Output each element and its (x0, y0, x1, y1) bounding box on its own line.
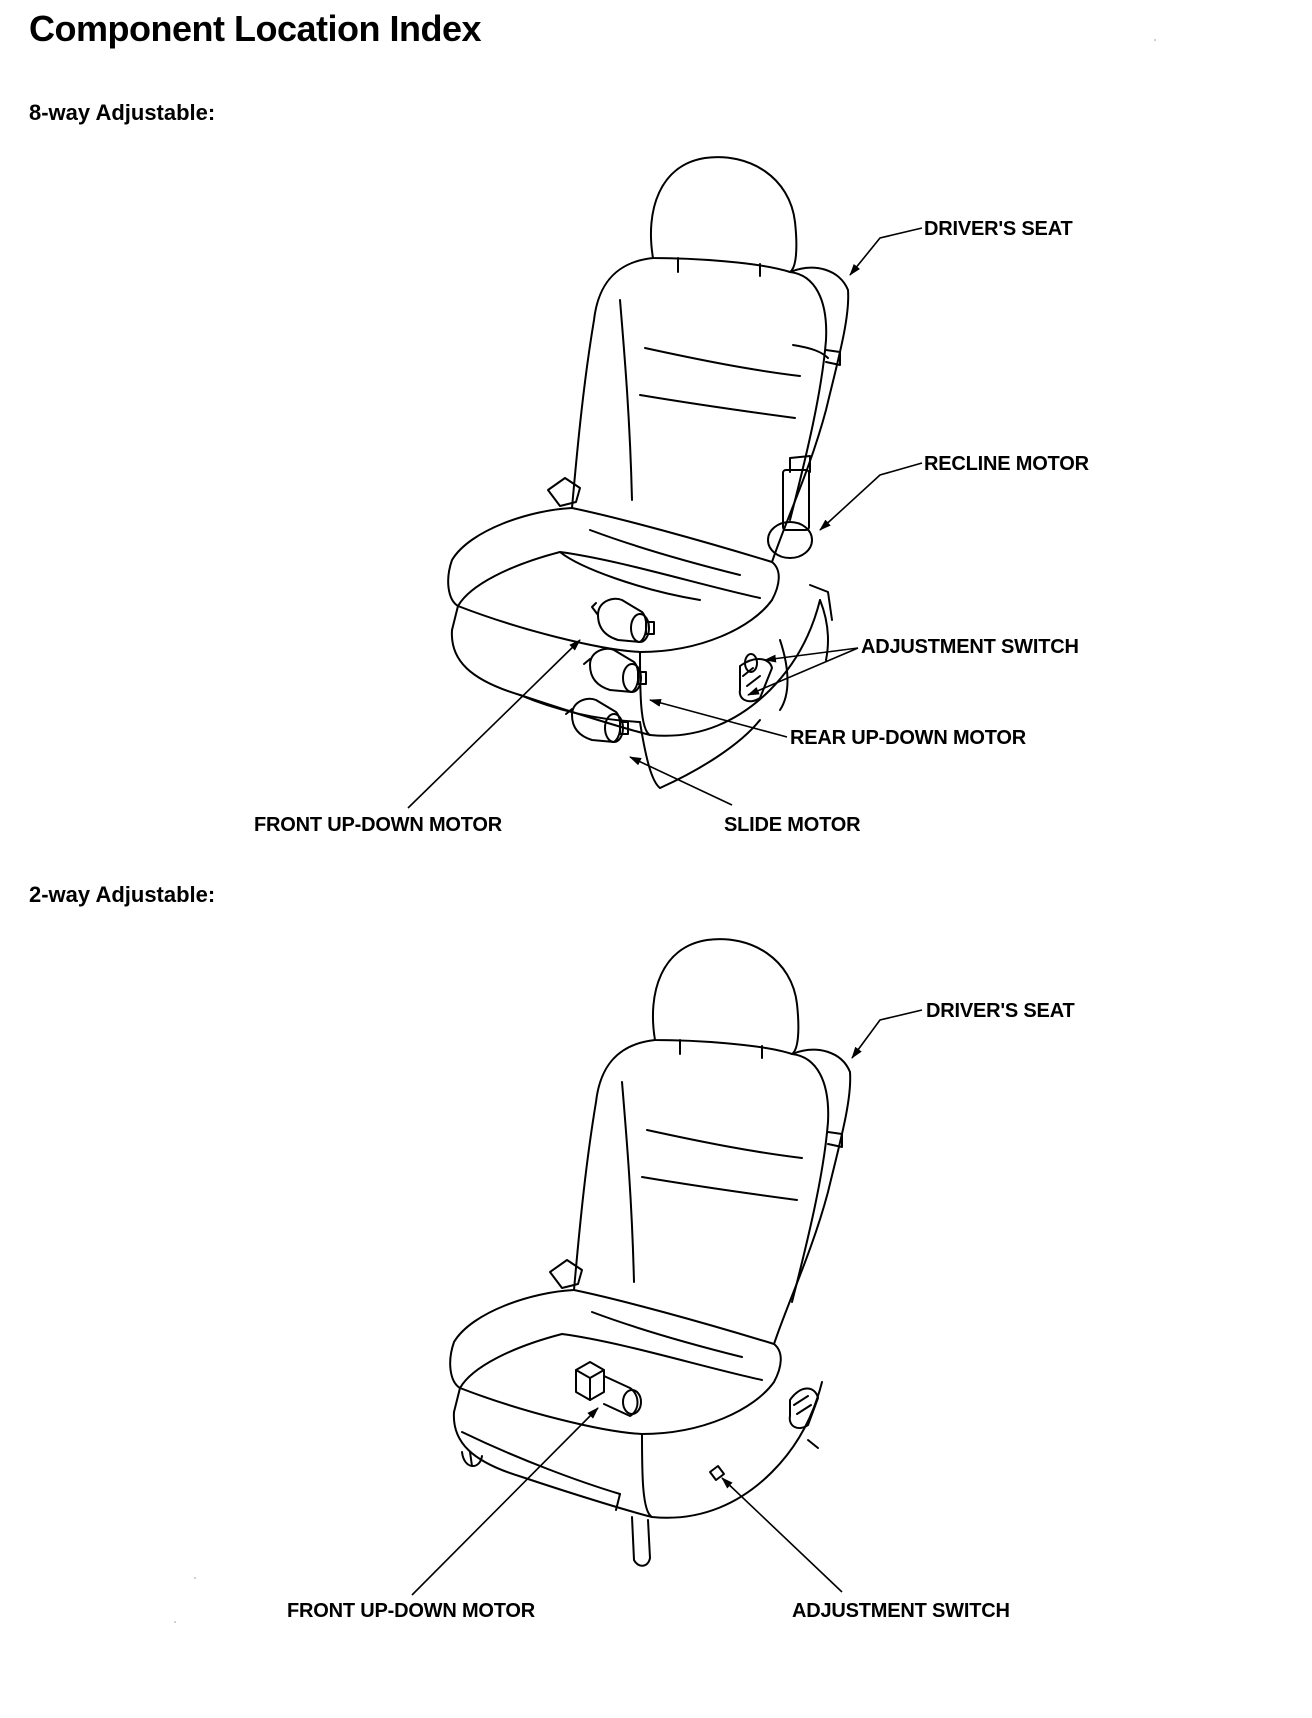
seat-2way-leaders (412, 1010, 922, 1595)
label-front-up-down-motor-8way: FRONT UP-DOWN MOTOR (254, 814, 503, 836)
section-heading-8way: 8-way Adjustable: (29, 100, 216, 125)
section-heading-2way: 2-way Adjustable: (29, 882, 216, 907)
label-rear-up-down-motor: REAR UP-DOWN MOTOR (790, 727, 1027, 749)
label-slide-motor: SLIDE MOTOR (724, 814, 861, 836)
seat-2way-illustration (450, 939, 850, 1566)
label-front-up-down-motor-2way: FRONT UP-DOWN MOTOR (287, 1600, 536, 1622)
scan-speck (1154, 39, 1156, 41)
label-drivers-seat-8way: DRIVER'S SEAT (924, 218, 1073, 240)
motor-front-up-down-2way (576, 1362, 641, 1416)
label-adjustment-switch-2way: ADJUSTMENT SWITCH (792, 1600, 1010, 1622)
scan-speck (194, 1577, 196, 1579)
label-recline-motor: RECLINE MOTOR (924, 453, 1089, 475)
seat-8way-illustration (448, 157, 848, 788)
seat-8way-leaders (408, 228, 922, 808)
motor-slide-8way (566, 699, 628, 742)
scan-speck (174, 1621, 176, 1623)
motor-rear-up-down-8way (584, 649, 646, 692)
label-adjustment-switch-8way: ADJUSTMENT SWITCH (861, 636, 1079, 658)
label-drivers-seat-2way: DRIVER'S SEAT (926, 1000, 1075, 1022)
page-title: Component Location Index (29, 8, 482, 49)
motor-front-up-down-8way (592, 599, 654, 642)
